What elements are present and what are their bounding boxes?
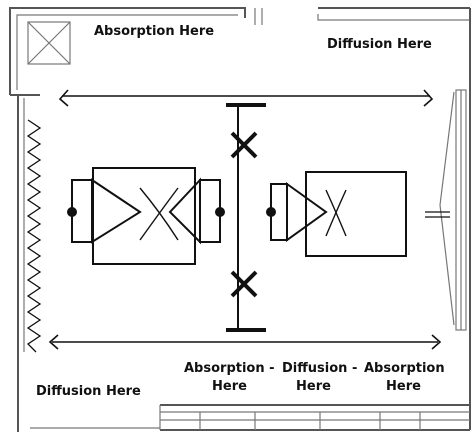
dispersion-x-icon <box>139 187 179 241</box>
window-icon <box>425 89 467 331</box>
bottom-diffusion-label: Diffusion - <box>282 361 357 376</box>
reference-point-icon <box>266 207 276 217</box>
bottom-absorption-label-2: Absorption <box>364 361 445 376</box>
left-speaker-group <box>67 167 225 265</box>
speaker-icon <box>270 182 328 242</box>
bottom-here-label-3: Here <box>386 379 421 394</box>
room-walls <box>9 7 471 432</box>
diffusion-left-label: Diffusion Here <box>36 384 141 399</box>
absorption-panel-icon <box>27 21 71 65</box>
top-double-arrow-icon <box>58 89 434 107</box>
speaker-icon <box>71 178 142 244</box>
bottom-absorption-label-1: Absorption - <box>184 361 275 376</box>
diffuser-zigzag-icon <box>26 119 42 353</box>
listening-position-icon <box>226 103 266 332</box>
bottom-here-label-2: Here <box>296 379 331 394</box>
absorption-top-label: Absorption Here <box>94 24 214 39</box>
bottom-double-arrow-icon <box>48 334 442 350</box>
diffusion-top-label: Diffusion Here <box>327 37 432 52</box>
right-speaker-group <box>266 171 407 257</box>
dispersion-x-icon <box>325 189 347 237</box>
bottom-here-label-1: Here <box>212 379 247 394</box>
reference-point-icon <box>215 207 225 217</box>
reference-point-icon <box>67 207 77 217</box>
